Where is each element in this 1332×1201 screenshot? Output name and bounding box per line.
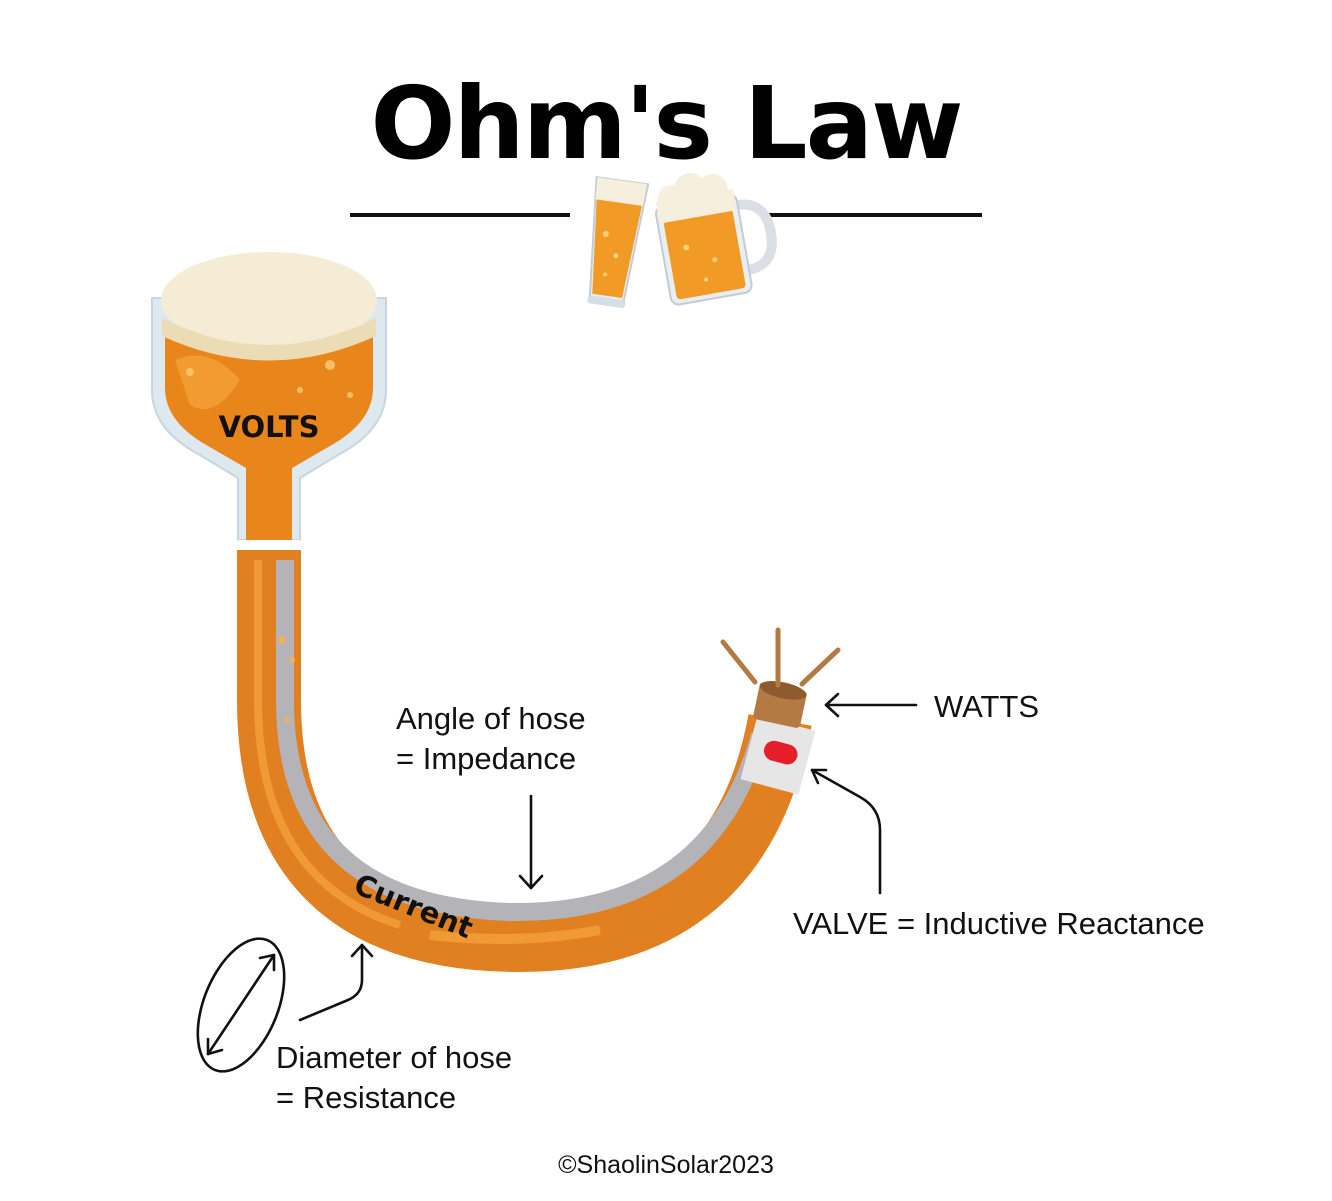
beer-cheers-icon: [587, 172, 777, 309]
valve-arrow: [810, 768, 882, 895]
volts-label: VOLTS: [219, 410, 320, 444]
hose: [237, 550, 816, 973]
resistance-arrow: [298, 943, 374, 1022]
impedance-arrow: [518, 794, 544, 890]
impedance-label-line1: Angle of hose: [396, 701, 586, 736]
impedance-label-line2: = Impedance: [396, 741, 576, 776]
valve-label: VALVE = Inductive Reactance: [793, 906, 1205, 941]
watts-label: WATTS: [934, 689, 1039, 724]
watts-arrow: [824, 692, 918, 718]
funnel-volts: [151, 252, 387, 550]
diameter-icon: [196, 937, 286, 1073]
copyright: ©ShaolinSolar2023: [558, 1151, 774, 1179]
resistance-label-line1: Diameter of hose: [276, 1040, 512, 1075]
resistance-label-line2: = Resistance: [276, 1080, 456, 1115]
watts-spark-icon: [720, 627, 841, 688]
page-title: Ohm's Law: [371, 65, 962, 182]
